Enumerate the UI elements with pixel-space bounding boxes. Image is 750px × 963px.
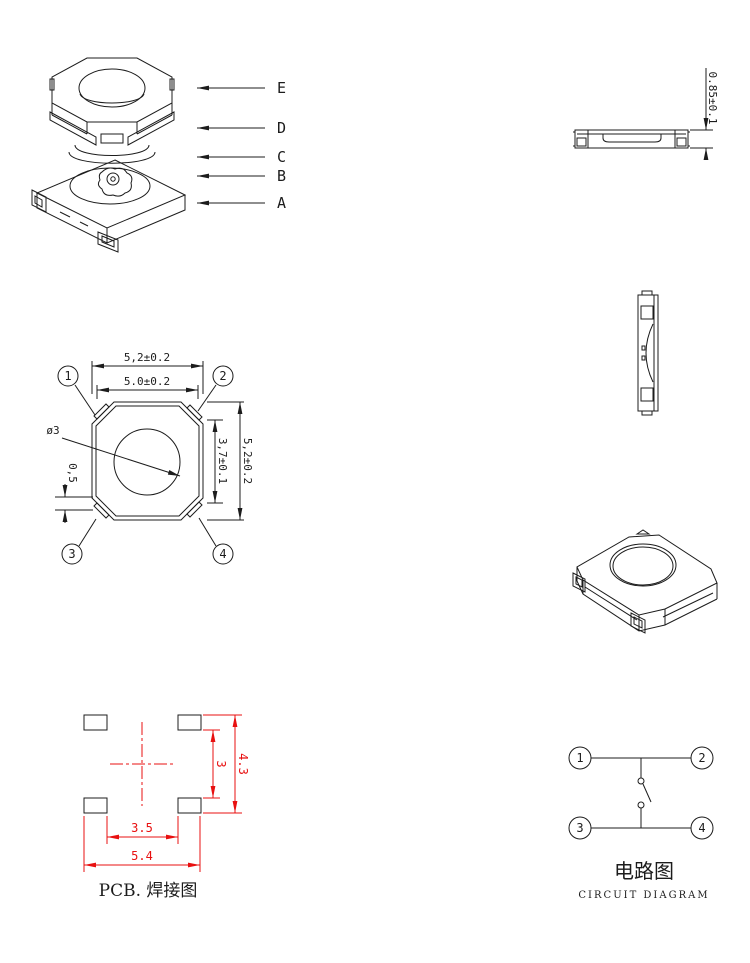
- perspective-view: [572, 529, 718, 634]
- switch-isometric-sketch: [31, 57, 187, 253]
- circuit-caption-zh: 电路图: [614, 860, 674, 883]
- top-view: 5,2±0.2 5.0±0.2 ø3 3,7±0.1 5,2±0.2 0,5: [46, 351, 254, 565]
- circuit-pin-1: 1: [576, 751, 583, 765]
- dim-pad-h-outer: 5.4: [131, 849, 153, 863]
- pin-4-label: 4: [219, 547, 226, 561]
- front-view-outline: [573, 129, 690, 149]
- perspective-sketch: [572, 529, 718, 634]
- pin-3-label: 3: [68, 547, 75, 561]
- circuit-diagram: 1 2 3 4 电路图 CIRCUIT DIAGRAM: [568, 746, 714, 901]
- pcb-caption: PCB. 焊接图: [99, 881, 198, 901]
- dim-pad-v-outer: 4.3: [236, 753, 250, 775]
- pin-2-label: 2: [219, 369, 226, 383]
- exploded-view: E D C B A: [31, 57, 286, 253]
- part-label-b: B: [277, 167, 286, 185]
- pin-1-label: 1: [64, 369, 71, 383]
- dim-terminal-width: 0,5: [66, 463, 79, 483]
- dim-inner-height: 3,7±0.1: [216, 438, 229, 484]
- circuit-pin-2: 2: [698, 751, 705, 765]
- dim-outer-height: 5,2±0.2: [241, 438, 254, 484]
- part-label-a: A: [277, 194, 286, 212]
- circuit-caption-en: CIRCUIT DIAGRAM: [578, 890, 709, 901]
- top-view-outline: [91, 401, 204, 521]
- circuit-pin-4: 4: [698, 821, 705, 835]
- dim-outer-width: 5,2±0.2: [124, 351, 170, 364]
- part-label-c: C: [277, 148, 286, 166]
- pcb-layout: 3 4.3 3.5 5.4 PCB. 焊接图: [83, 714, 250, 901]
- height-dimension: 0.85±0.1: [690, 68, 719, 160]
- dim-button-diameter: ø3: [46, 424, 59, 437]
- front-view: 0.85±0.1: [573, 68, 719, 160]
- profile-outline: [637, 290, 659, 416]
- centerlines: [110, 722, 175, 806]
- dim-pad-v-inner: 3: [214, 760, 228, 767]
- profile-view: [637, 290, 659, 416]
- part-callouts: E D C B A: [197, 79, 286, 212]
- dim-thickness: 0.85±0.1: [706, 72, 719, 125]
- solder-pads: [83, 714, 202, 814]
- dim-pad-h-inner: 3.5: [131, 821, 153, 835]
- pcb-dimensions: 3 4.3 3.5 5.4: [83, 714, 250, 872]
- switch-symbol: [591, 757, 691, 829]
- top-view-dimensions: 5,2±0.2 5.0±0.2 ø3 3,7±0.1 5,2±0.2 0,5: [46, 351, 254, 523]
- dim-inner-width: 5.0±0.2: [124, 375, 170, 388]
- part-label-d: D: [277, 119, 286, 137]
- pin-callouts: 1 2 3 4: [57, 365, 234, 565]
- circuit-pin-3: 3: [576, 821, 583, 835]
- part-label-e: E: [277, 79, 286, 97]
